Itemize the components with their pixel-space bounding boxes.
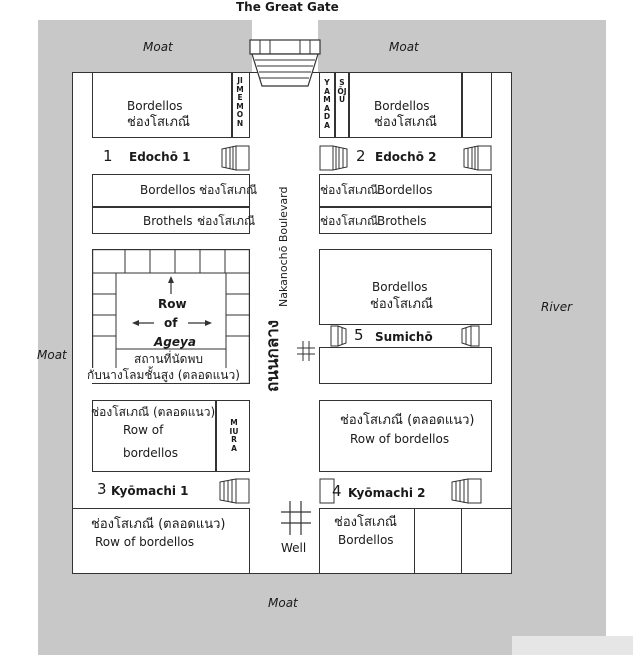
thai-brothel-label: ช่องโสเภณี (320, 183, 379, 197)
district-number-4: 4 (332, 482, 342, 500)
brothels-label: Brothels (143, 214, 193, 228)
district-number-1: 1 (103, 147, 113, 165)
soju-street: SŌJU (335, 72, 349, 138)
bordellos-lower-label: bordellos (123, 446, 178, 460)
bordellos-label: Bordellos (377, 183, 433, 197)
yamada-label: YAMADA (323, 78, 331, 130)
district-number-2: 2 (356, 147, 366, 165)
yamada-street: YAMADA (319, 72, 335, 138)
block-kyomachi1-row: ช่องโสเภณี (ตลอดแนว) Row of bordellos (91, 400, 216, 472)
ageya-of-label: of (164, 316, 178, 330)
ageya-row-label: Row (158, 297, 187, 311)
gate-steps-sumicho-icon (330, 325, 347, 347)
block-kyomachi2-bottom: ช่องโสเภณี Bordellos (319, 508, 512, 574)
bordellos-label: Bordellos (338, 533, 394, 547)
bordellos-label: Bordellos (127, 99, 183, 113)
bordellos-label: Bordellos (374, 99, 430, 113)
district-name-kyomachi2: Kyōmachi 2 (348, 486, 426, 500)
district-number-5: 5 (354, 326, 364, 344)
block-edocho2-row2: ช่องโสเภณี Bordellos (319, 174, 492, 207)
outside-area (512, 636, 633, 655)
well-label: Well (281, 541, 307, 555)
moat-label-bottom: Moat (268, 596, 298, 610)
divider (461, 509, 462, 573)
block-edocho1-row3: Brothels ช่องโสเภณี (92, 207, 255, 234)
ageya-thai-label-2: กับนางโลมชั้นสูง (ตลอดแนว) (87, 368, 240, 383)
gate-steps-edocho2-icon (319, 145, 348, 171)
thai-brothel-label: ช่องโสเภณี (199, 183, 258, 197)
well-grid-icon (297, 341, 315, 361)
district-name-sumicho: Sumichō (375, 330, 433, 344)
thai-brothel-row-label: ช่องโสเภณี (ตลอดแนว) (91, 517, 226, 532)
thai-brothel-label: ช่องโสเภณี (127, 115, 190, 130)
block-sumicho-lower (319, 347, 492, 384)
bordellos-label: Bordellos (140, 183, 196, 197)
boulevard-label: Nakanochō Boulevard (277, 186, 290, 307)
block-kyomachi2-row: ช่องโสเภณี (ตลอดแนว) Row of bordellos (319, 400, 492, 472)
miura-label: MIURA (229, 418, 239, 453)
map-title: The Great Gate (236, 0, 339, 14)
district-number-3: 3 (97, 480, 107, 498)
gate-steps-kyomachi1-icon (219, 478, 250, 504)
block-edocho1-bordellos: Bordellos ช่องโสเภณี (92, 72, 232, 138)
district-name-edocho2: Edochō 2 (375, 150, 437, 164)
gate-steps-edocho1-icon (221, 145, 250, 171)
brothels-label: Brothels (377, 214, 427, 228)
block-edocho2-bordellos: Bordellos ช่องโสเภณี (349, 72, 462, 138)
boulevard-thai-label: ถนนกลาง (263, 319, 283, 392)
gate-steps-sumicho-east-icon (461, 325, 480, 347)
row-of-bordellos-label: Row of bordellos (350, 432, 450, 446)
thai-brothel-label: ช่องโสเภณี (370, 297, 433, 312)
jimemon-street: JIMEMON (232, 72, 250, 138)
block-edocho2-corner (462, 72, 492, 138)
jimemon-label: JIMEMON (236, 76, 244, 128)
thai-brothel-row-label: ช่องโสเภณี (ตลอดแนว) (340, 413, 475, 428)
thai-brothel-label: ช่องโสเภณี (334, 515, 397, 530)
block-edocho1-row2: Bordellos ช่องโสเภณี (92, 174, 257, 207)
moat-label-left: Moat (37, 348, 67, 362)
divider (414, 509, 415, 573)
moat-label-top-right: Moat (389, 40, 419, 54)
block-ageya: Row of Ageya สถานที่นัดพบ กับนางโลมชั้นส… (87, 249, 250, 384)
moat-label-top-left: Moat (143, 40, 173, 54)
block-edocho2-row3: ช่องโสเภณี Brothels (319, 207, 492, 234)
thai-brothel-label: ช่องโสเภณี (374, 115, 437, 130)
district-name-kyomachi1: Kyōmachi 1 (111, 484, 189, 498)
well-icon (281, 501, 311, 535)
block-kyomachi1-bottom: ช่องโสเภณี (ตลอดแนว) Row of bordellos (72, 508, 250, 574)
thai-brothel-row-label: ช่องโสเภณี (ตลอดแนว) (91, 405, 216, 419)
thai-brothel-label: ช่องโสเภณี (320, 214, 379, 228)
miura-street: MIURA (216, 400, 250, 472)
thai-brothel-label: ช่องโสเภณี (197, 214, 256, 228)
gate-steps-kyomachi2-icon (451, 478, 482, 504)
ageya-thai-label-1: สถานที่นัดพบ (134, 352, 203, 367)
ageya-label: Ageya (154, 335, 196, 349)
row-of-bordellos-label: Row of bordellos (95, 535, 195, 549)
block-sumicho-bordellos: Bordellos ช่องโสเภณี (319, 249, 492, 325)
great-gate-icon (249, 39, 321, 87)
gate-steps-edocho2-east-icon (463, 145, 492, 171)
bordellos-label: Bordellos (372, 280, 428, 294)
gate-steps-kyomachi2-west-icon (319, 478, 335, 504)
river-label: River (541, 300, 573, 314)
soju-label: SŌJU (337, 78, 347, 105)
district-name-edocho1: Edochō 1 (129, 150, 191, 164)
row-of-label: Row of (123, 423, 164, 437)
